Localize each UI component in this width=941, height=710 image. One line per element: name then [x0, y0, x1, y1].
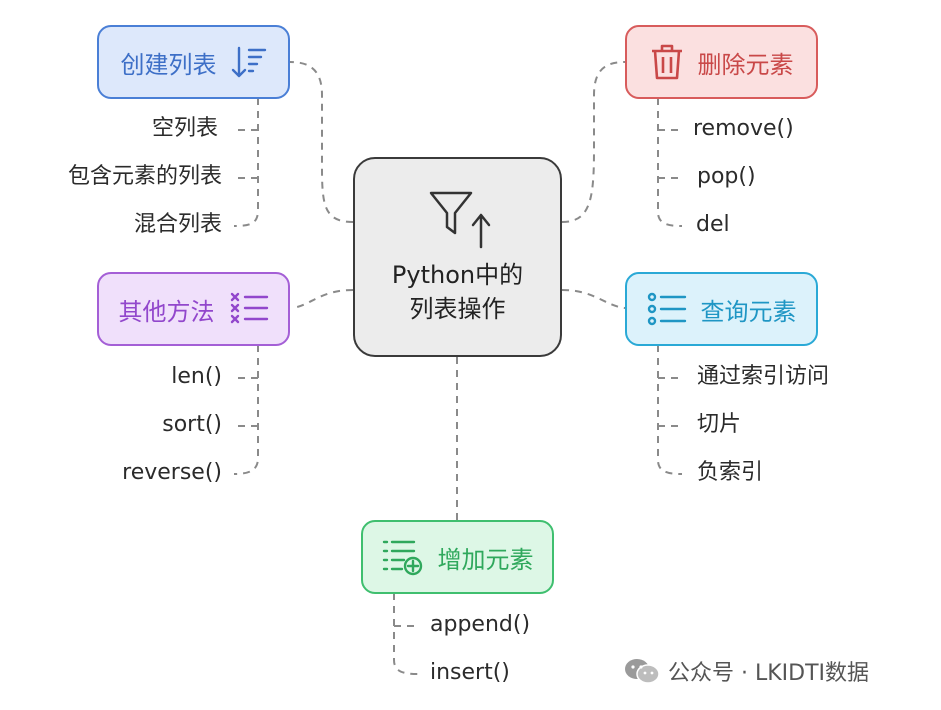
- other-item-len: len(): [171, 364, 222, 389]
- query-item-slice: 切片: [697, 412, 742, 437]
- node-query-element: 查询元素: [625, 272, 818, 346]
- add-item-append: append(): [430, 612, 531, 637]
- trash-icon: [651, 44, 682, 80]
- create-item-mixed: 混合列表: [133, 212, 222, 237]
- node-add-element: 增加元素: [361, 520, 554, 594]
- node-create-list-label: 创建列表: [120, 50, 217, 79]
- center-node: Python中的 列表操作: [353, 157, 562, 357]
- query-item-negative-index: 负索引: [697, 460, 764, 485]
- sort-down-icon: [231, 46, 266, 78]
- watermark: 公众号 · LKIDTI数据: [624, 655, 869, 687]
- list-icon: [647, 292, 686, 326]
- node-add-element-label: 增加元素: [437, 545, 534, 574]
- delete-item-pop: pop(): [697, 164, 756, 189]
- create-item-empty: 空列表: [151, 116, 218, 141]
- add-item-insert: insert(): [430, 660, 510, 685]
- list-add-icon: [382, 540, 422, 576]
- other-item-sort: sort(): [162, 412, 222, 437]
- node-query-element-label: 查询元素: [700, 297, 797, 326]
- node-other-methods-label: 其他方法: [118, 297, 215, 326]
- other-item-reverse: reverse(): [122, 460, 222, 485]
- node-create-list: 创建列表: [97, 25, 290, 99]
- center-title-line1: Python中的: [391, 261, 524, 289]
- checklist-icon: [230, 292, 268, 324]
- node-other-methods: 其他方法: [97, 272, 290, 346]
- node-delete-element-label: 删除元素: [697, 50, 794, 79]
- delete-item-remove: remove(): [693, 116, 794, 141]
- delete-item-del: del: [696, 212, 730, 237]
- watermark-text: 公众号 · LKIDTI数据: [668, 661, 870, 686]
- center-title-line2: 列表操作: [409, 295, 506, 323]
- create-item-with-elements: 包含元素的列表: [67, 164, 222, 189]
- query-item-index: 通过索引访问: [697, 364, 830, 389]
- filter-icon: [429, 191, 491, 249]
- wechat-icon: [625, 659, 660, 684]
- node-delete-element: 删除元素: [625, 25, 818, 99]
